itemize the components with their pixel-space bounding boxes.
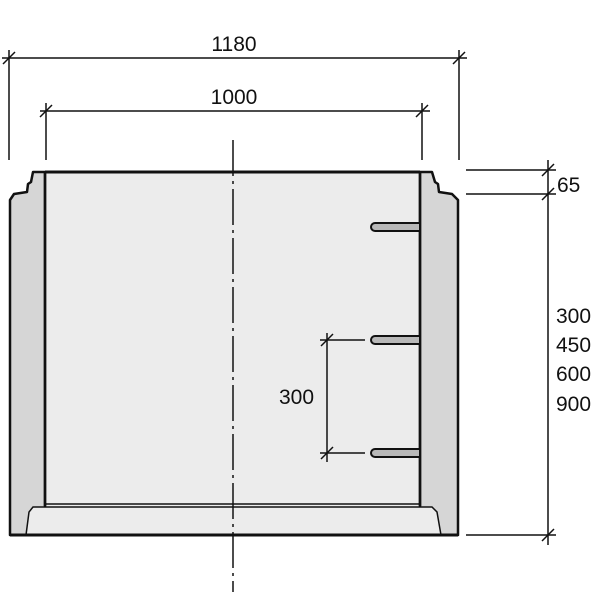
height-label-3: 600 — [556, 363, 591, 386]
step-spacing-dimension — [320, 333, 365, 462]
step-3 — [370, 448, 421, 458]
step-2 — [370, 335, 421, 345]
rim-height-label: 65 — [557, 174, 580, 197]
step-spacing-label: 300 — [279, 386, 314, 409]
step-1 — [370, 222, 421, 232]
right-wall — [418, 170, 460, 537]
inner-width-label: 1000 — [211, 86, 258, 109]
height-label-4: 900 — [556, 393, 591, 416]
inner-width-dimension — [39, 103, 430, 160]
outer-width-label: 1180 — [211, 33, 256, 56]
height-dimension — [466, 160, 556, 545]
height-label-1: 300 — [556, 305, 591, 328]
left-wall — [8, 170, 47, 537]
height-label-2: 450 — [556, 334, 591, 357]
outer-width-dimension — [2, 50, 467, 160]
